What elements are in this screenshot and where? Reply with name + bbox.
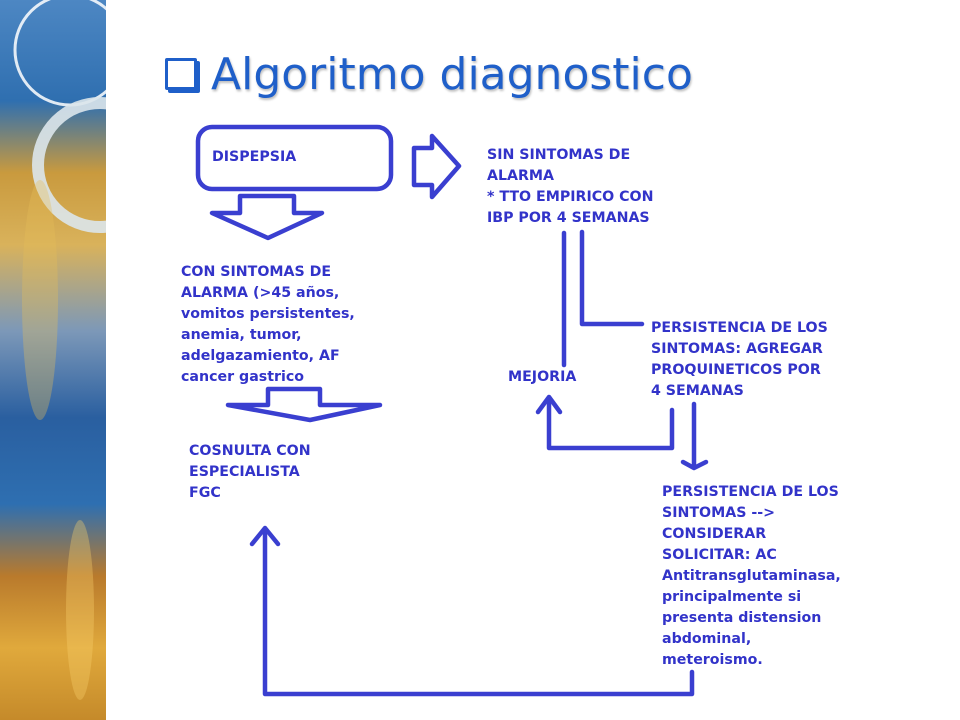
decorative-wheat-sidebar <box>0 0 106 720</box>
node-sin-sintomas-alarma: SIN SINTOMAS DE ALARMA * TTO EMPIRICO CO… <box>487 147 654 226</box>
checkbox-bullet-icon <box>165 58 197 90</box>
line-persistencia-1-to-mejoria <box>546 397 675 451</box>
decorative-rings <box>13 0 106 700</box>
node-con-sintomas-alarma: CON SINTOMAS DE ALARMA (>45 años, vomito… <box>181 264 355 385</box>
arrow-dispepsia-to-con-sintomas <box>209 193 325 241</box>
node-consulta-especialista: COSNULTA CON ESPECIALISTA FGC <box>189 443 311 501</box>
node-persistencia-antitransglutaminasa: PERSISTENCIA DE LOS SINTOMAS --> CONSIDE… <box>662 484 841 668</box>
node-mejoria: MEJORIA <box>508 369 577 385</box>
node-persistencia-proquineticos: PERSISTENCIA DE LOS SINTOMAS: AGREGAR PR… <box>651 320 828 399</box>
slide-title-text: Algoritmo diagnostico <box>211 48 693 100</box>
line-persistencia-2-to-consulta <box>262 530 695 697</box>
arrowhead-consulta <box>249 525 281 547</box>
arrow-con-sintomas-to-consulta <box>225 386 383 423</box>
slide-title: Algoritmo diagnostico <box>165 44 693 104</box>
node-dispepsia: DISPEPSIA <box>212 149 297 165</box>
arrow-dispepsia-to-sin-sintomas <box>411 133 462 200</box>
arrowhead-mejoria <box>535 394 563 415</box>
arrowhead-persistencia-2 <box>680 459 709 471</box>
dispepsia-box <box>195 124 394 192</box>
line-sin-sintomas-to-persistencia-1 <box>579 229 645 327</box>
